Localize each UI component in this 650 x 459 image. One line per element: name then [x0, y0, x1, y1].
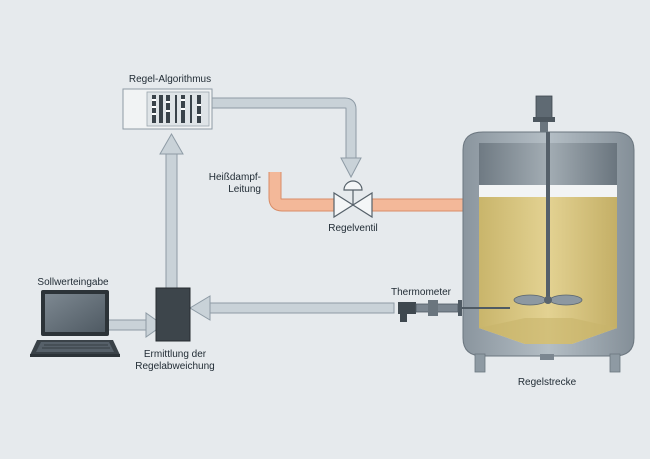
controller-unit — [122, 88, 213, 130]
steam-line-label-2: Leitung — [228, 184, 261, 195]
controller-to-valve-arrow — [212, 97, 362, 179]
deviation-label-2: Regelabweichung — [135, 361, 215, 372]
stirred-tank — [462, 95, 635, 373]
laptop-icon — [30, 290, 120, 357]
plant-label: Regelstrecke — [517, 377, 577, 388]
steam-line-label-1: Heißdampf- — [208, 172, 261, 183]
thermometer-to-deviation-arrow — [189, 295, 395, 321]
controller-label: Regel-Algorithmus — [128, 74, 212, 85]
control-valve — [333, 180, 373, 219]
setpoint-label: Sollwerteingabe — [37, 277, 109, 288]
valve-label: Regelventil — [328, 223, 378, 234]
motor-icon — [535, 95, 553, 119]
deviation-block — [155, 287, 191, 342]
thermometer-label: Thermometer — [390, 287, 452, 298]
deviation-label-1: Ermittlung der — [143, 349, 207, 360]
setpoint-to-deviation-arrow — [107, 312, 164, 338]
thermometer-icon — [398, 300, 510, 322]
steam-line — [268, 172, 501, 218]
deviation-to-controller-arrow — [159, 132, 184, 289]
